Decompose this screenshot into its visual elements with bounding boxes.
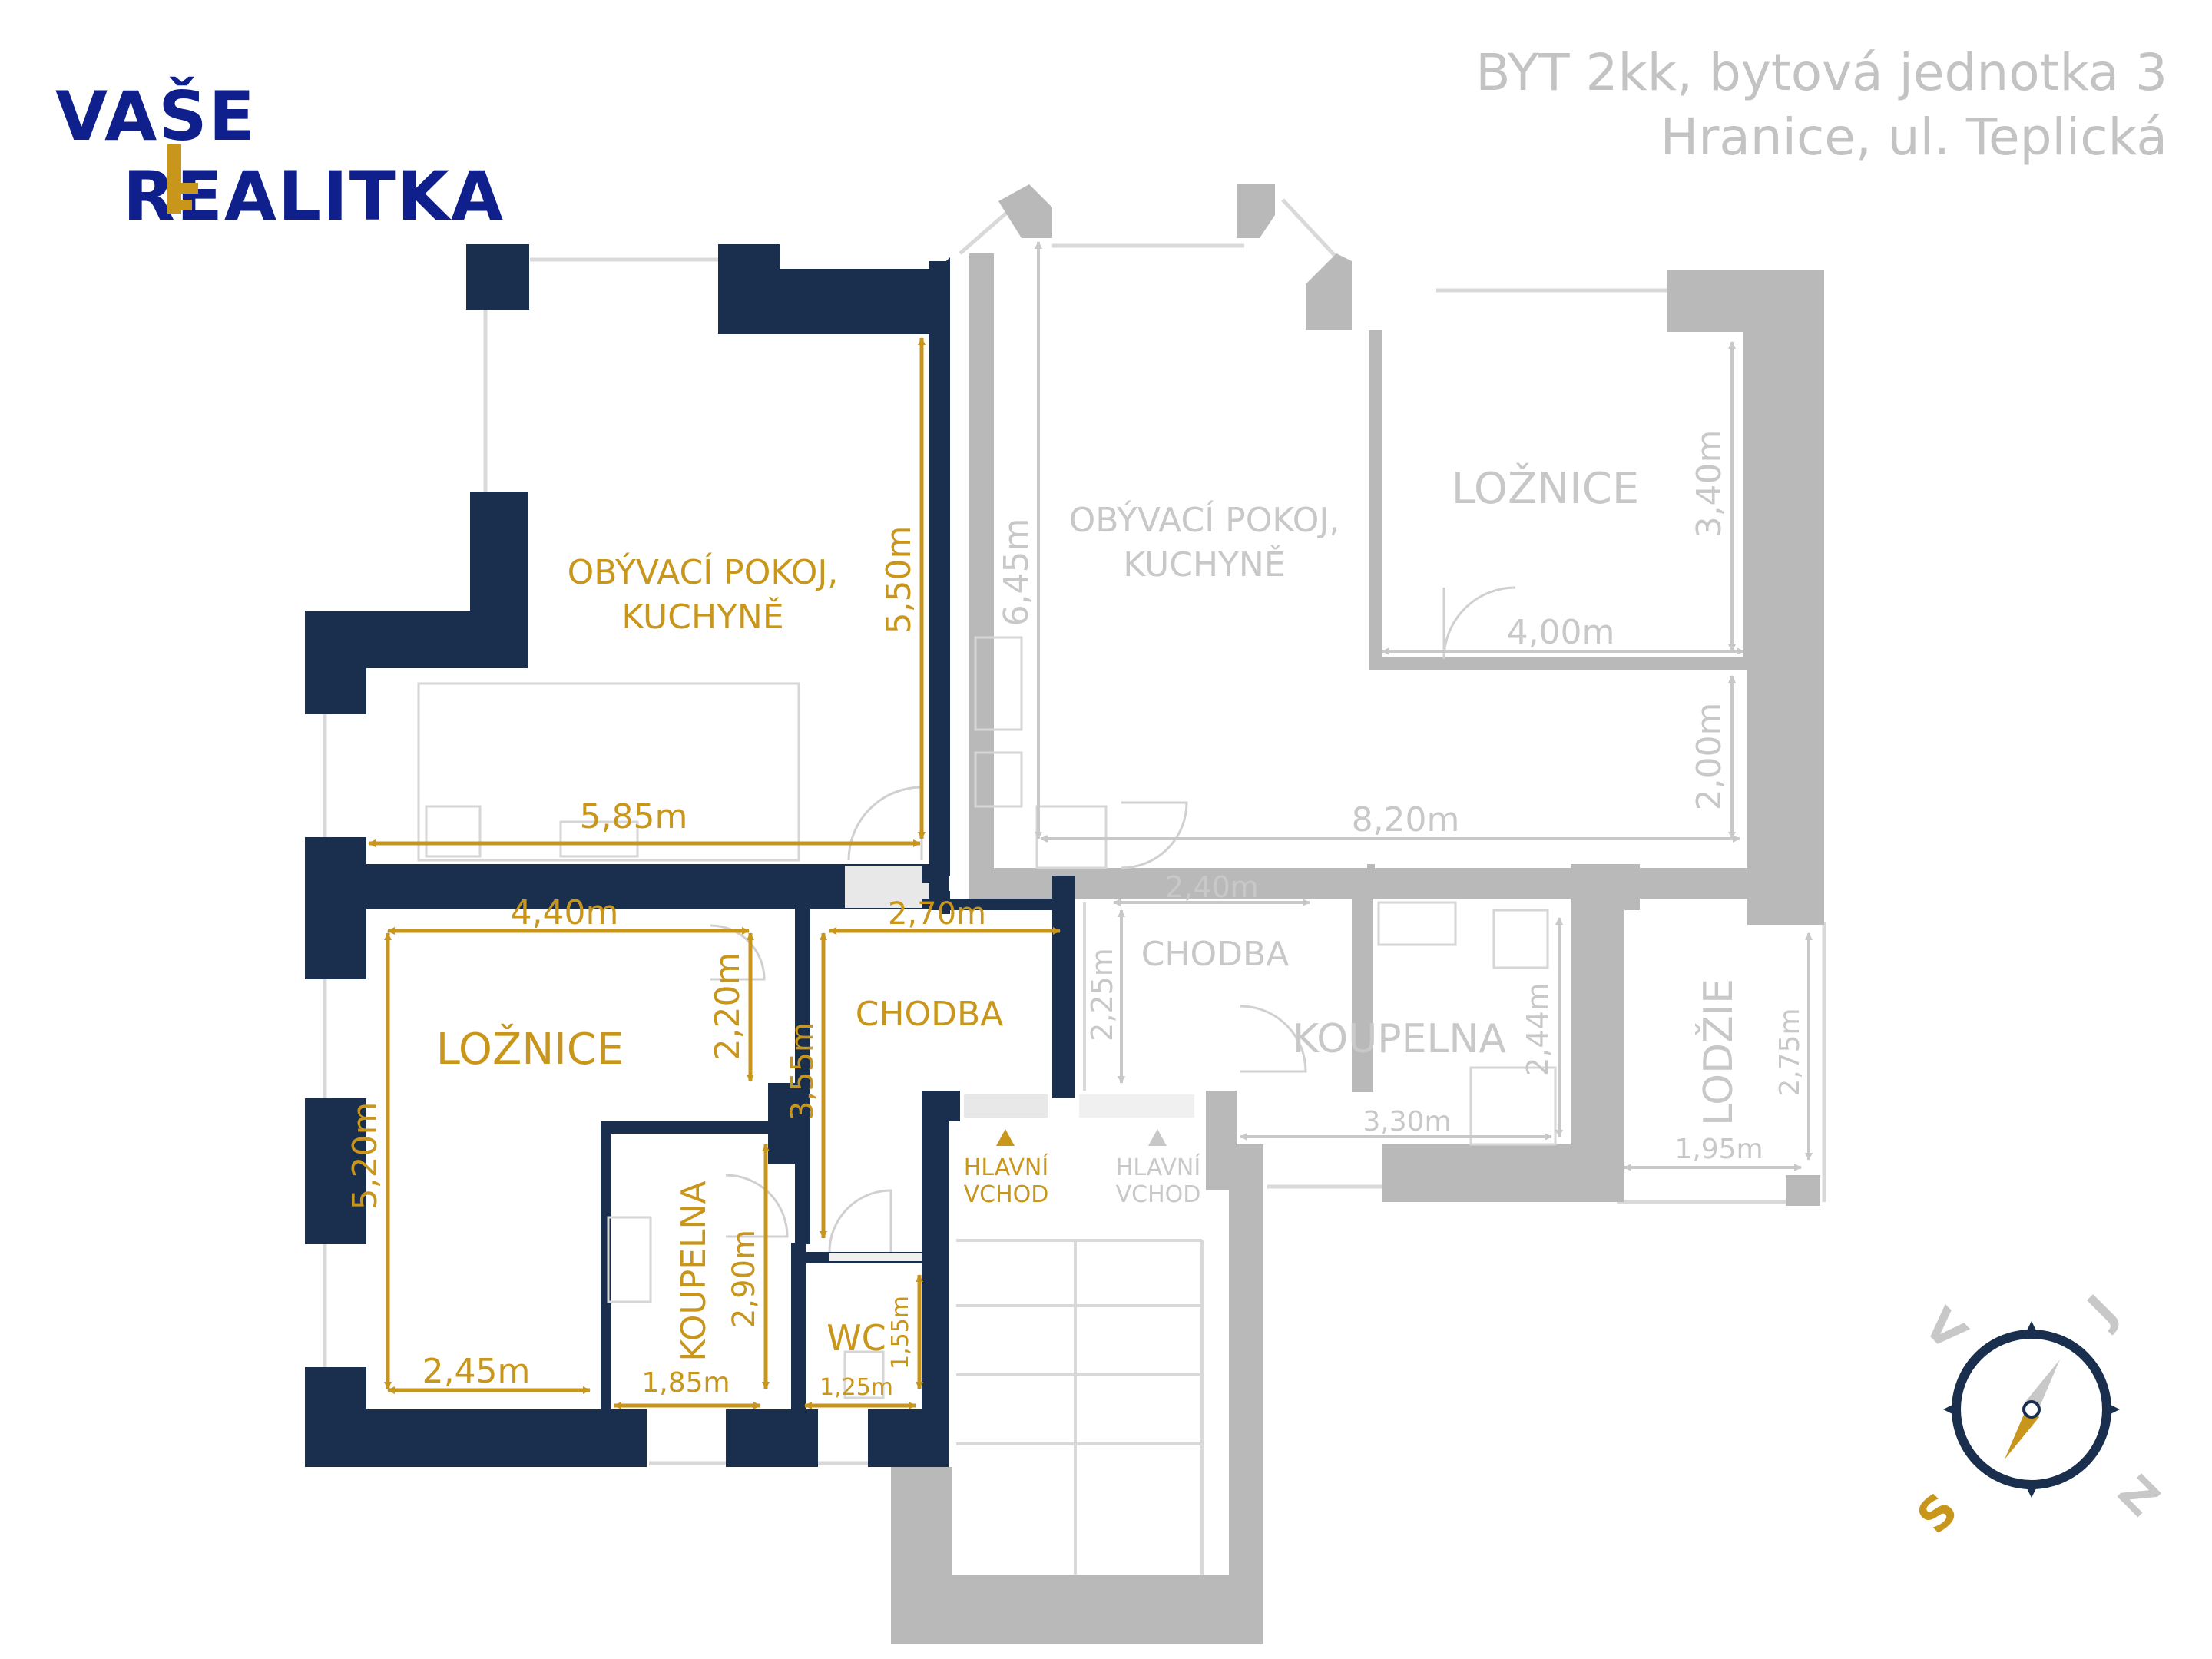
room-wc: WC xyxy=(826,1317,886,1359)
dim-bedroom-nook: 2,20m xyxy=(708,952,747,1061)
dim-other-bedroom-width: 4,00m xyxy=(1507,613,1615,652)
fixtures xyxy=(417,636,1557,1399)
dim-other-living-width: 8,20m xyxy=(1352,800,1460,839)
entrance-line-2: VCHOD xyxy=(964,1181,1049,1208)
dim-hall-height: 3,55m xyxy=(785,1022,820,1121)
dim-hall-width: 2,70m xyxy=(888,896,986,932)
dim-bedroom-bottom: 2,45m xyxy=(422,1352,531,1391)
other-dimension-texts: 6,45m 3,40m 4,00m 2,00m 8,20m 2,40m 2,25… xyxy=(997,430,1806,1165)
compass-letter-east: V xyxy=(1913,1298,1977,1362)
dim-other-living-lower: 2,00m xyxy=(1690,703,1729,811)
other-labels: OBÝVACÍ POKOJ, KUCHYNĚ LOŽNICE CHODBA KO… xyxy=(1069,464,1742,1208)
active-unit-walls xyxy=(305,244,1194,1467)
other-unit xyxy=(891,184,1826,1644)
dim-living-height: 5,50m xyxy=(879,526,919,634)
other-room-bathroom: KOUPELNA xyxy=(1293,1016,1506,1062)
stairs xyxy=(956,1239,1204,1575)
compass-letter-south: J xyxy=(2075,1285,2128,1337)
dim-bathroom-height: 2,90m xyxy=(727,1230,762,1328)
dim-other-hall-width: 2,40m xyxy=(1165,870,1259,904)
other-entrance-line-1: HLAVNÍ xyxy=(1116,1154,1200,1181)
dim-other-loggia-height: 2,75m xyxy=(1774,1008,1806,1096)
compass-needle-north xyxy=(2005,1406,2039,1459)
room-hall: CHODBA xyxy=(856,995,1004,1034)
room-bathroom: KOUPELNA xyxy=(674,1181,714,1361)
dim-bathroom-width: 1,85m xyxy=(641,1367,730,1399)
dim-bedroom-height: 5,20m xyxy=(346,1102,385,1210)
room-living-line-1: OBÝVACÍ POKOJ, xyxy=(568,551,839,592)
dim-wc-height: 1,55m xyxy=(887,1296,914,1369)
dim-living-width: 5,85m xyxy=(580,797,688,836)
other-entrance-arrow xyxy=(1148,1129,1167,1146)
dim-wc-width: 1,25m xyxy=(820,1374,893,1401)
logo-line-2: REALITKA xyxy=(123,157,505,236)
logo-line-1: VAŠE xyxy=(55,77,257,156)
compass-needle-south xyxy=(2025,1359,2060,1413)
dim-other-living-height: 6,45m xyxy=(997,518,1036,627)
other-room-loggia: LODŽIE xyxy=(1695,979,1742,1126)
dim-other-bathroom-width: 3,30m xyxy=(1363,1106,1451,1137)
dim-bedroom-width: 4,40m xyxy=(511,893,619,932)
dim-other-hall-height: 2,25m xyxy=(1085,948,1119,1041)
header-title: BYT 2kk, bytová jednotka 3 xyxy=(1475,43,2167,102)
active-dimension-texts: 5,50m 5,85m 4,40m 2,70m 2,20m 3,55m 5,20… xyxy=(346,526,986,1401)
other-entrance-line-2: VCHOD xyxy=(1116,1181,1201,1208)
compass-letter-north: S xyxy=(1907,1483,1969,1545)
dim-other-bathroom-height: 2,44m xyxy=(1521,982,1555,1076)
room-living-line-2: KUCHYNĚ xyxy=(621,596,783,637)
other-room-bedroom: LOŽNICE xyxy=(1452,464,1640,514)
active-dimension-lines xyxy=(368,337,1061,1409)
dim-other-loggia-width: 1,95m xyxy=(1674,1134,1763,1165)
compass: S J V Z xyxy=(1907,1285,2169,1545)
active-labels: OBÝVACÍ POKOJ, KUCHYNĚ LOŽNICE CHODBA KO… xyxy=(436,551,1049,1362)
entrance-line-1: HLAVNÍ xyxy=(964,1154,1048,1181)
other-dimension-lines xyxy=(1035,241,1813,1171)
header-address: Hranice, ul. Teplická xyxy=(1660,108,2167,167)
entrance-arrow xyxy=(996,1129,1015,1146)
logo-key-icon xyxy=(167,144,198,214)
compass-letter-west: Z xyxy=(2108,1465,2169,1527)
other-room-living-line-1: OBÝVACÍ POKOJ, xyxy=(1069,499,1340,540)
room-bedroom: LOŽNICE xyxy=(436,1025,624,1075)
other-room-hall: CHODBA xyxy=(1141,935,1290,974)
other-room-living-line-2: KUCHYNĚ xyxy=(1123,544,1285,584)
dim-other-bedroom-height: 3,40m xyxy=(1690,430,1729,538)
